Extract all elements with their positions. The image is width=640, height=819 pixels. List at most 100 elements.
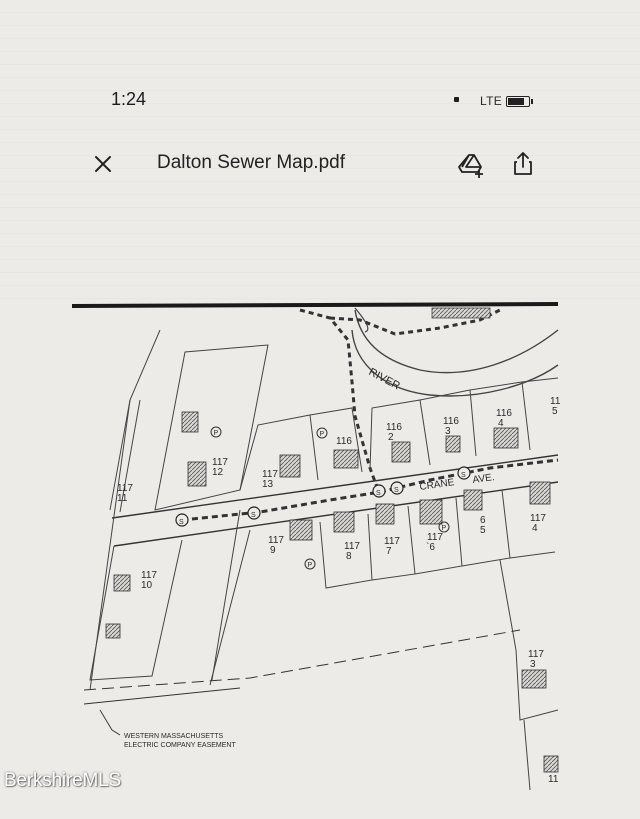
parcel-label: 65	[480, 515, 486, 536]
svg-text:117: 117	[212, 457, 228, 468]
svg-text:ELECTRIC COMPANY EASEMENT: ELECTRIC COMPANY EASEMENT	[124, 742, 236, 749]
svg-text:116: 116	[386, 422, 402, 433]
pump-station-marker: P	[304, 558, 316, 570]
svg-text:4: 4	[532, 523, 538, 534]
svg-text:7: 7	[386, 546, 392, 557]
share-button[interactable]	[505, 146, 541, 182]
close-button[interactable]	[85, 146, 121, 182]
boundary-line	[71, 302, 559, 308]
svg-text:4: 4	[498, 418, 504, 429]
pump-station-marker: P	[210, 426, 222, 438]
svg-text:5: 5	[552, 406, 558, 417]
manhole-marker: S	[457, 466, 471, 480]
svg-text:117: 117	[141, 570, 157, 581]
manhole-marker: S	[247, 506, 261, 520]
svg-text:5: 5	[480, 525, 486, 536]
manhole-marker: S	[372, 484, 386, 498]
svg-text:S: S	[376, 490, 381, 497]
svg-text:117: 117	[528, 649, 544, 660]
parcel-outline	[154, 344, 269, 511]
manhole-marker: S	[175, 513, 189, 527]
parcel-label: 11	[548, 774, 559, 785]
svg-text:12: 12	[212, 467, 224, 478]
add-to-drive-icon	[458, 154, 483, 178]
svg-text:13: 13	[262, 479, 274, 490]
svg-text:117: 117	[117, 483, 133, 494]
svg-text:S: S	[179, 519, 184, 526]
svg-text:3: 3	[445, 426, 451, 437]
svg-text:3: 3	[530, 659, 536, 670]
svg-text:117: 117	[530, 513, 546, 524]
svg-text:P: P	[214, 430, 219, 437]
manhole-marker: S	[390, 481, 404, 495]
document-title: Dalton Sewer Map.pdf	[157, 152, 345, 173]
svg-text:6: 6	[480, 515, 486, 526]
road-edge	[111, 454, 559, 519]
battery-icon	[506, 96, 533, 107]
svg-text:`6: `6	[426, 541, 435, 553]
river-label: RIVER	[367, 366, 402, 392]
parcel-label: 116	[336, 436, 352, 447]
watermark: BerkshireMLS	[4, 770, 121, 791]
svg-text:2: 2	[388, 432, 394, 443]
river-bank-line	[351, 329, 559, 397]
parcel-outline	[89, 539, 183, 681]
river-bank-line	[354, 309, 559, 374]
pump-station-marker: P	[438, 521, 450, 533]
parcel-outline	[239, 414, 319, 491]
svg-text:10: 10	[141, 580, 153, 591]
svg-text:P: P	[308, 562, 313, 569]
photo-background-ghost-text	[0, 0, 640, 300]
svg-text:117: 117	[344, 541, 360, 552]
svg-text:116: 116	[443, 416, 459, 427]
svg-text:WESTERN MASSACHUSETTS: WESTERN MASSACHUSETTS	[124, 733, 224, 740]
svg-text:117: 117	[427, 532, 443, 543]
pdf-viewer-toolbar: Dalton Sewer Map.pdf	[0, 140, 640, 188]
signal-dot-icon	[454, 97, 459, 102]
svg-text:9: 9	[270, 545, 276, 556]
parcel-label: 117`6	[426, 532, 443, 553]
svg-text:117: 117	[268, 535, 284, 546]
svg-text:116: 116	[336, 436, 352, 447]
parcel-outline	[319, 513, 373, 589]
easement-annotation: WESTERN MASSACHUSETTS ELECTRIC COMPANY E…	[124, 733, 236, 749]
svg-text:P: P	[320, 431, 325, 438]
add-to-drive-button[interactable]	[452, 146, 488, 182]
easement-line	[83, 629, 521, 691]
svg-text:117: 117	[384, 536, 400, 547]
svg-text:117: 117	[262, 469, 278, 480]
street-name-crane: CRANE	[419, 477, 456, 493]
svg-text:8: 8	[346, 551, 352, 562]
svg-text:11: 11	[550, 396, 561, 407]
network-type: LTE	[480, 94, 503, 108]
svg-text:11: 11	[548, 774, 559, 785]
pump-station-marker: P	[316, 427, 328, 439]
parcel-outline	[369, 399, 431, 471]
parcel-outline	[309, 407, 363, 473]
status-time: 1:24	[111, 89, 147, 109]
parcel-label: 115	[550, 396, 561, 417]
street-name-ave: AVE.	[472, 472, 495, 486]
sewer-map-document: RIVER CRANE AVE. S S S S S	[0, 290, 640, 819]
svg-text:P: P	[442, 525, 447, 532]
svg-text:S: S	[394, 487, 399, 494]
share-icon	[514, 152, 532, 175]
svg-text:S: S	[251, 512, 256, 519]
sewer-map-drawing: RIVER CRANE AVE. S S S S S	[71, 302, 561, 791]
svg-text:S: S	[461, 472, 466, 479]
svg-text:11: 11	[117, 493, 128, 504]
svg-text:116: 116	[496, 408, 512, 419]
close-icon	[95, 156, 111, 172]
